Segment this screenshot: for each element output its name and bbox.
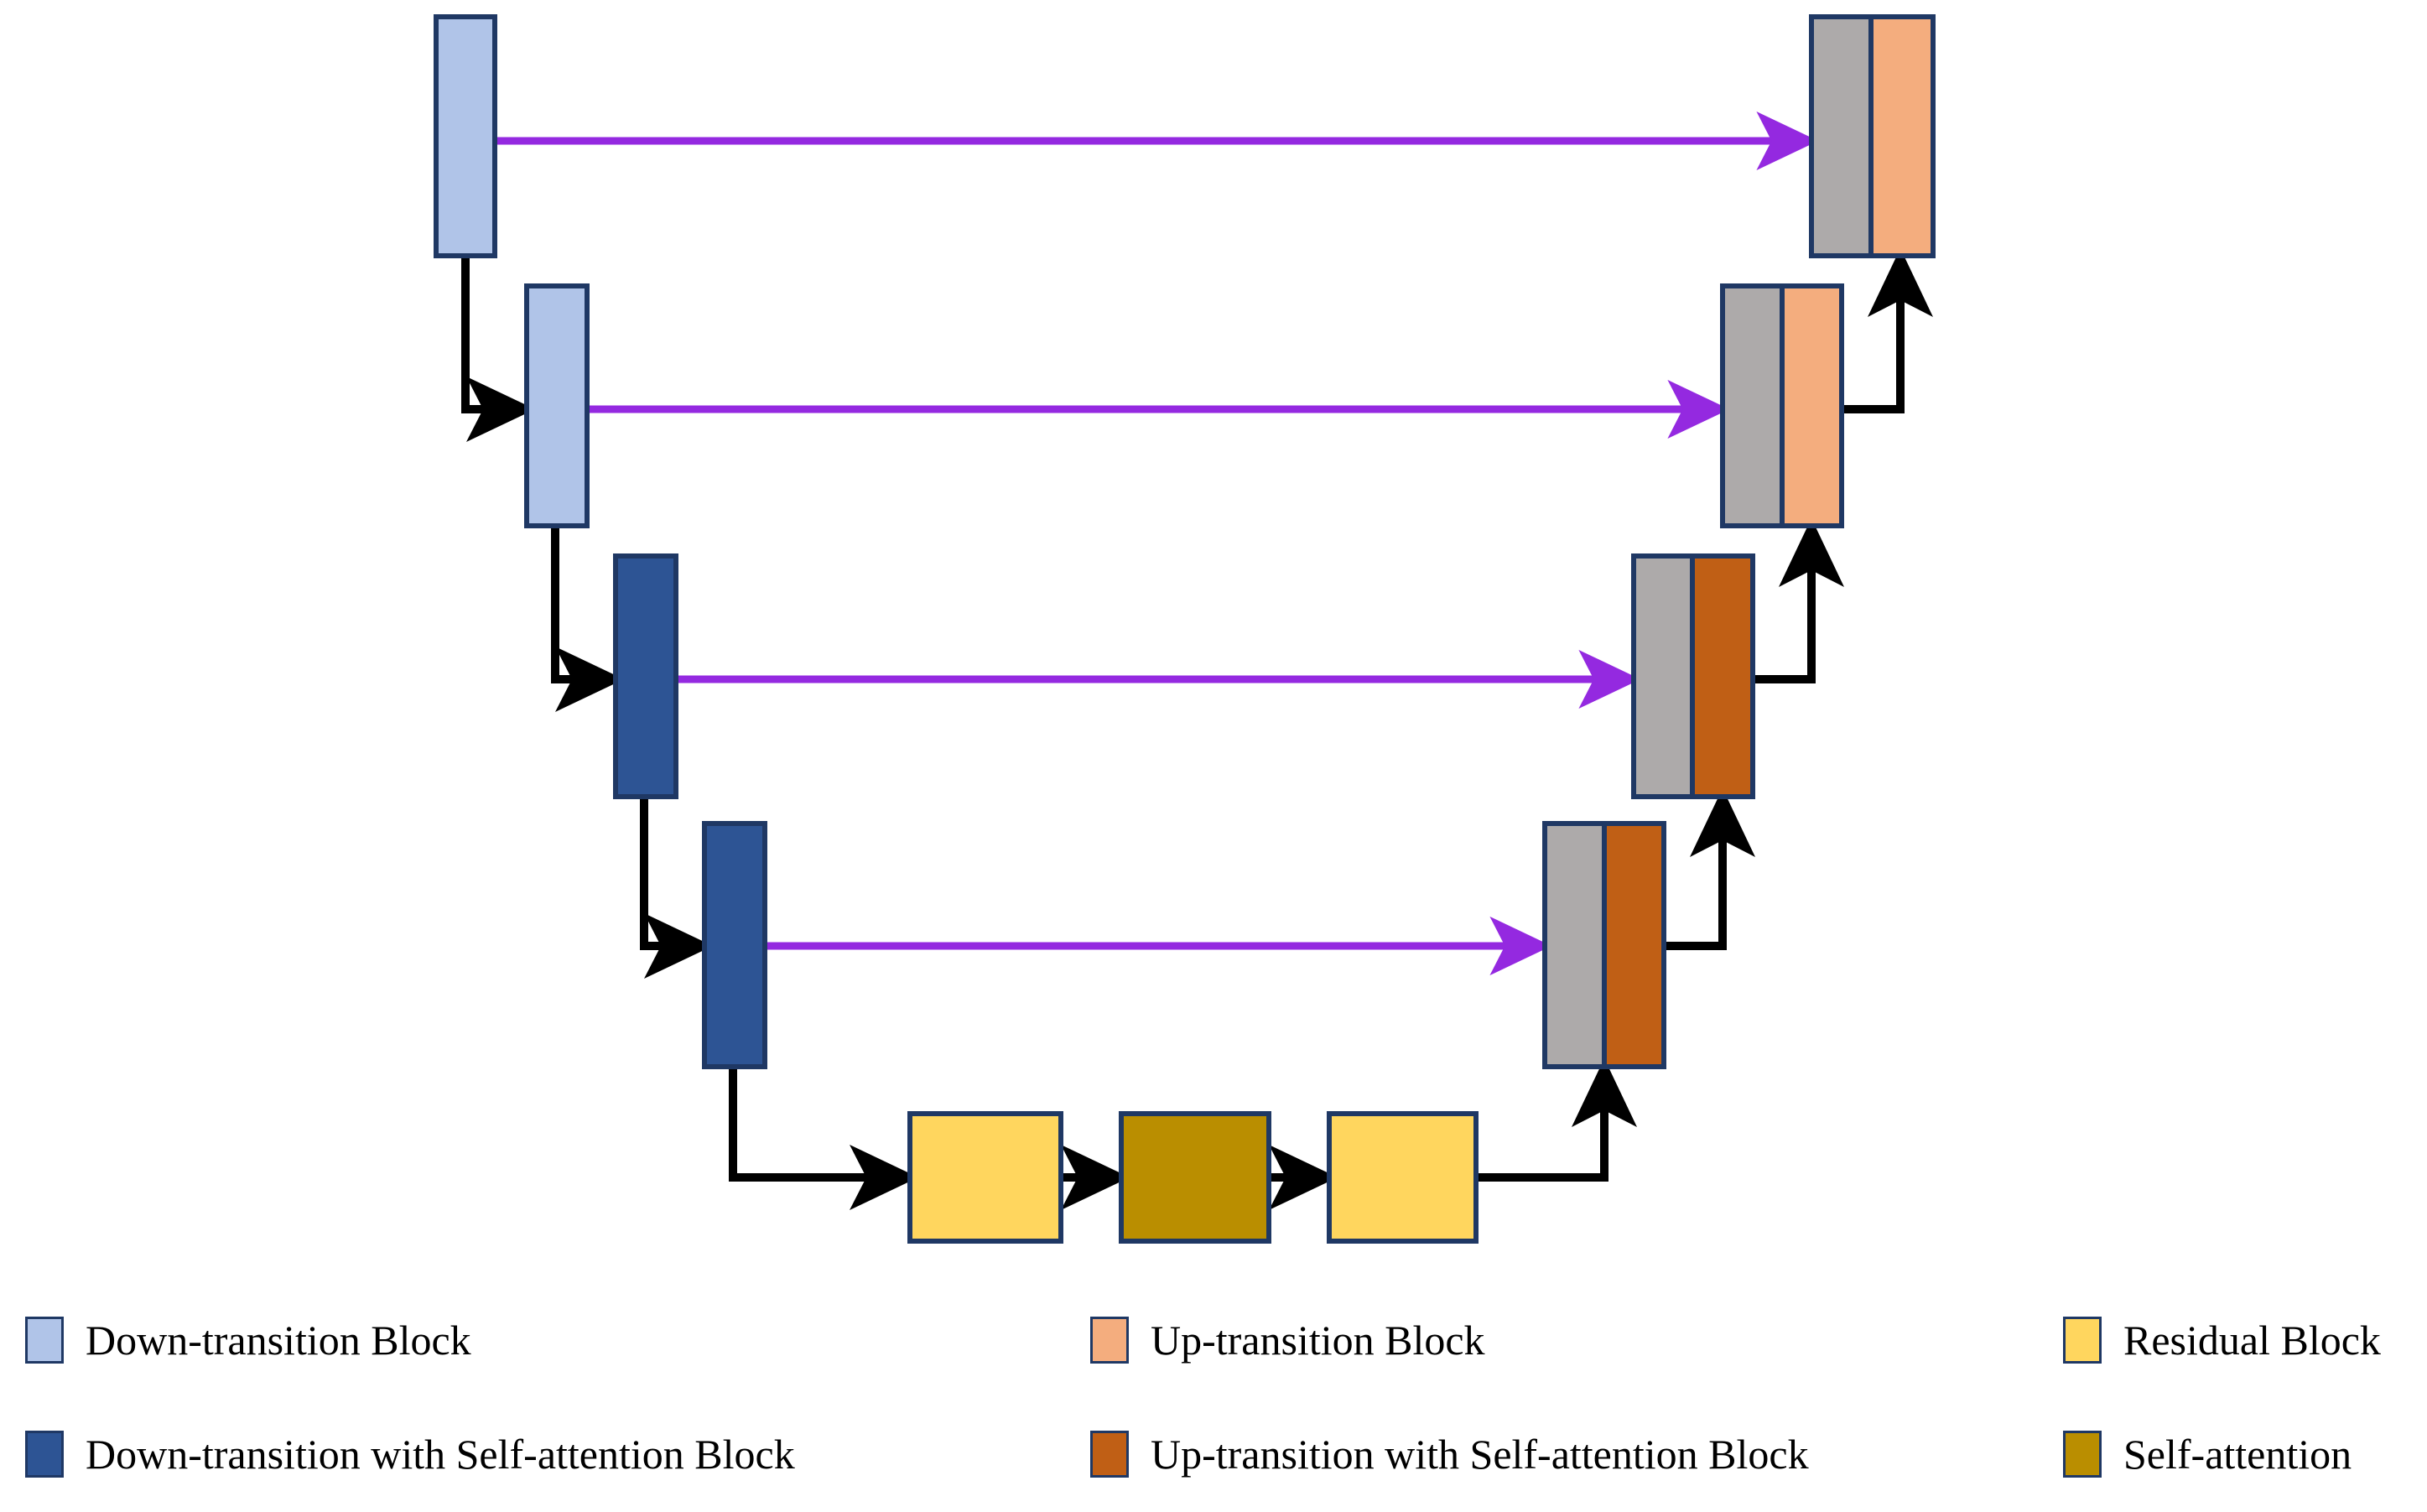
legend-swatch-residual [2063, 1317, 2102, 1364]
up-arrow-2-to-1 [1842, 248, 1933, 413]
legend-swatch-down-transition-attention [25, 1431, 64, 1478]
down-arrow-2-to-3 [551, 526, 624, 712]
legend-label-residual: Residual Block [2123, 1317, 2381, 1364]
up-transition-attention-block-4[interactable] [1602, 821, 1666, 1069]
legend-swatch-up-transition-attention [1090, 1431, 1129, 1478]
down-arrow-4-to-bottleneck [729, 1067, 918, 1210]
legend-item-residual: Residual Block [2063, 1317, 2381, 1364]
legend-item-self-attention: Self-attention [2063, 1431, 2352, 1478]
legend-swatch-self-attention [2063, 1431, 2102, 1478]
bottleneck-blocks-group [907, 1111, 1479, 1244]
legend-item-up-transition: Up-transition Block [1090, 1317, 1485, 1364]
encoder-blocks-group [434, 14, 767, 1069]
up-transition-block-1[interactable] [1868, 14, 1936, 258]
up-transition-attention-block-3[interactable] [1690, 553, 1755, 799]
legend-label-up-transition-attention: Up-transition with Self-attention Block [1151, 1431, 1809, 1478]
legend-label-up-transition: Up-transition Block [1151, 1317, 1485, 1364]
residual-block-2[interactable] [1327, 1111, 1479, 1244]
self-attention-block[interactable] [1119, 1111, 1271, 1244]
up-transition-block-2[interactable] [1780, 283, 1844, 528]
down-transition-block-1[interactable] [434, 14, 497, 258]
skip-concat-block-4[interactable] [1542, 821, 1607, 1069]
down-transition-attention-block-4[interactable] [702, 821, 767, 1069]
legend-label-down-transition: Down-transition Block [86, 1317, 471, 1364]
skip-concat-block-1[interactable] [1809, 14, 1874, 258]
residual-block-1[interactable] [907, 1111, 1063, 1244]
legend-item-down-transition-attention: Down-transition with Self-attention Bloc… [25, 1431, 795, 1478]
legend-swatch-up-transition [1090, 1317, 1129, 1364]
decoder-flow-group [1664, 248, 1933, 950]
down-transition-block-2[interactable] [524, 283, 590, 528]
legend-item-up-transition-attention: Up-transition with Self-attention Block [1090, 1431, 1809, 1478]
skip-connections-group [495, 111, 1819, 976]
legend-swatch-down-transition [25, 1317, 64, 1364]
legend-item-down-transition: Down-transition Block [25, 1317, 471, 1364]
legend-label-down-transition-attention: Down-transition with Self-attention Bloc… [86, 1431, 795, 1478]
up-arrow-3-to-2 [1753, 518, 1844, 683]
down-arrow-3-to-4 [640, 797, 713, 979]
up-arrow-4-to-3 [1664, 788, 1755, 950]
skip-concat-block-3[interactable] [1631, 553, 1695, 799]
legend-label-self-attention: Self-attention [2123, 1431, 2352, 1478]
down-transition-attention-block-3[interactable] [613, 553, 678, 799]
encoder-flow-group [461, 256, 918, 1210]
bottleneck-arrow-to-decoder [1476, 1058, 1637, 1182]
decoder-blocks-group [1542, 14, 1936, 1069]
down-arrow-1-to-2 [461, 256, 535, 442]
bottleneck-flow-group [1060, 1058, 1637, 1210]
skip-concat-block-2[interactable] [1720, 283, 1785, 528]
